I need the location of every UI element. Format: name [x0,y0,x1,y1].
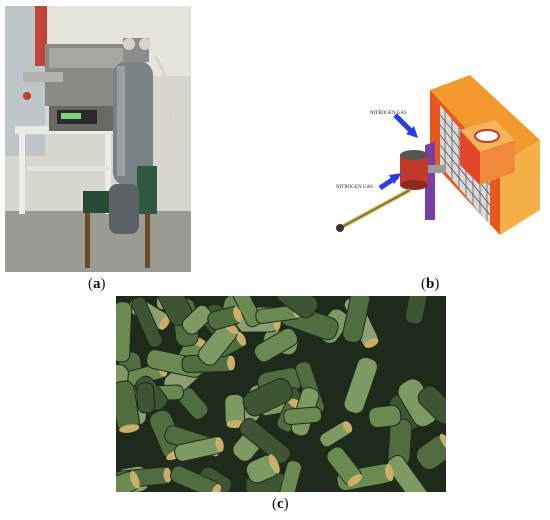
pellet [131,296,163,348]
pellet [253,327,298,363]
pellet [174,436,224,462]
label-nitrogen-gas-top: NITROGEN GAS [370,111,407,116]
pellet [181,304,213,335]
caption-b-letter: b [426,276,435,292]
pellet [111,301,133,363]
gas-vessel [400,150,446,190]
pellet [239,418,291,464]
pellets-photo-image [103,267,457,509]
pellet [283,406,322,426]
caption-c: (c) [272,496,289,512]
furnace-photo-image [5,6,191,272]
caption-c-letter: c [277,496,284,512]
label-nitrogen-gas-left: NITROGEN GAS [336,185,373,190]
pellet [224,393,246,429]
reactor-schematic-image: NITROGEN GAS NITROGEN GAS [336,75,540,235]
pellet [207,306,243,330]
caption-b: (b) [421,276,440,292]
nitrogen-arrow-left [378,173,402,191]
pellet [111,380,140,433]
pellet [343,356,378,414]
reactor-schematic: NITROGEN GAS NITROGEN GAS [300,70,548,250]
nitrogen-arrow-top [393,113,418,138]
pellets-photo [103,267,457,509]
pellet [319,420,353,448]
caption-a-letter: a [93,276,101,292]
caption-a: (a) [88,276,106,292]
pellet [368,404,402,429]
pellet [245,454,280,484]
pellet [136,382,156,414]
pellet [326,446,363,487]
pellet [242,378,293,417]
furnace-photo [5,6,191,272]
